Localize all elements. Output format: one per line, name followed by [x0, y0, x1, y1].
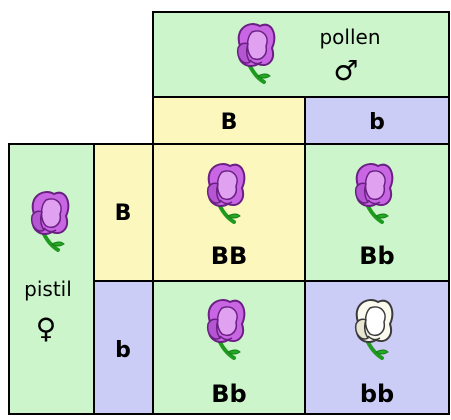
pollen-allele-dominant: B	[221, 110, 238, 135]
genotype-label: Bb	[211, 380, 246, 408]
offspring-cell-Bb-top: Bb	[304, 143, 450, 282]
pistil-header: pistil ♀	[8, 143, 95, 415]
pistil-allele-dominant: B	[115, 201, 132, 226]
pistil-allele-column: B b	[93, 143, 154, 415]
offspring-cell-bb: bb	[304, 280, 450, 415]
pollen-label: pollen	[319, 25, 380, 49]
pistil-label: pistil	[24, 277, 72, 301]
genotype-label: Bb	[359, 242, 394, 270]
genotype-label: bb	[360, 380, 394, 408]
offspring-cell-BB: BB	[152, 143, 306, 282]
pollen-allele-row: B b	[152, 96, 450, 145]
pollen-allele-recessive: b	[369, 110, 385, 135]
female-symbol: ♀	[36, 312, 57, 345]
offspring-grid: BB Bb Bb bb	[152, 143, 450, 415]
genotype-label: BB	[211, 242, 248, 270]
pollen-header: pollen ♂	[152, 11, 450, 98]
offspring-cell-Bb-bottom: Bb	[152, 280, 306, 415]
male-symbol: ♂	[333, 54, 358, 87]
pistil-allele-recessive: b	[115, 338, 131, 363]
